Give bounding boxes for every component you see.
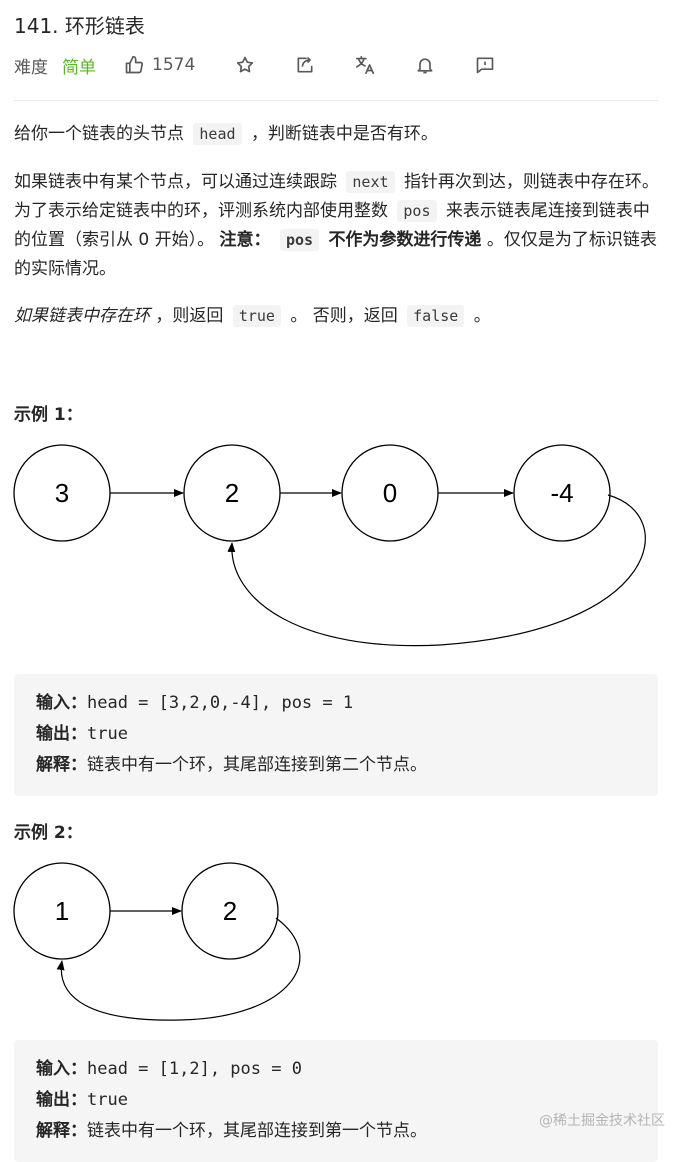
text-segment: 来表示链表尾连接到链表中的位置（索引从 0 开始）。 <box>14 201 650 250</box>
explanation-label: 解释： <box>36 755 87 775</box>
like-button[interactable]: 1574 <box>124 55 195 75</box>
input-value: head = [3,2,0,-4], pos = 1 <box>87 693 354 713</box>
translate-button[interactable] <box>353 53 377 77</box>
example-2-explanation: 解释：链表中有一个环，其尾部连接到第一个节点。 <box>36 1116 658 1147</box>
input-label: 输入： <box>36 1059 87 1079</box>
output-label: 输出： <box>36 1090 87 1110</box>
example-2-input: 输入：head = [1,2], pos = 0 <box>36 1054 658 1085</box>
output-value: true <box>87 724 128 744</box>
feedback-button[interactable] <box>473 53 497 77</box>
text-segment: 。 <box>473 306 491 326</box>
node-label: 3 <box>55 478 69 508</box>
cycle-arrow <box>227 494 646 647</box>
problem-meta-bar: 难度 简单 1574 <box>14 50 497 80</box>
node-label: 1 <box>55 896 69 926</box>
note-text: 不作为参数进行传递 <box>328 230 482 250</box>
favorite-button[interactable] <box>233 53 257 77</box>
example-2-diagram: 1 2 <box>13 862 301 1021</box>
notification-button[interactable] <box>413 53 437 77</box>
text-segment: 。 否则，返回 <box>290 306 398 326</box>
explanation-value: 链表中有一个环，其尾部连接到第一个节点。 <box>87 1121 427 1141</box>
example-1-title: 示例 1： <box>14 405 83 425</box>
explanation-value: 链表中有一个环，其尾部连接到第二个节点。 <box>87 755 427 775</box>
text-segment: ，判断链表中是否有环。 <box>250 124 438 144</box>
input-label: 输入： <box>36 693 87 713</box>
description-paragraph-1: 给你一个链表的头节点 head ，判断链表中是否有环。 <box>14 120 664 149</box>
node-label: 2 <box>225 478 239 508</box>
output-label: 输出： <box>36 724 87 744</box>
node-label: 2 <box>223 896 237 926</box>
share-icon <box>297 56 313 73</box>
note-label: 注意： <box>219 230 271 250</box>
output-value: true <box>87 1090 128 1110</box>
italic-text: 如果链表中存在环 <box>14 306 150 326</box>
inline-code: head <box>193 123 242 145</box>
list-node <box>513 444 611 542</box>
inline-code: pos <box>397 200 437 222</box>
share-button[interactable] <box>293 53 317 77</box>
explanation-label: 解释： <box>36 1121 87 1141</box>
text-segment: 给你一个链表的头节点 <box>14 124 184 144</box>
example-1-input: 输入：head = [3,2,0,-4], pos = 1 <box>36 688 658 719</box>
star-icon <box>237 56 254 73</box>
example-1-diagram: 3 2 0 -4 <box>13 444 646 647</box>
example-2-box: 输入：head = [1,2], pos = 0 输出：true 解释：链表中有… <box>14 1040 658 1162</box>
problem-title: 141. 环形链表 <box>14 14 145 38</box>
list-node <box>181 862 279 960</box>
text-segment: 如果链表中有某个节点，可以通过连续跟踪 <box>14 172 337 192</box>
like-count: 1574 <box>152 55 196 75</box>
header-divider <box>14 100 658 101</box>
example-2-output: 输出：true <box>36 1085 658 1116</box>
thumbs-up-icon <box>125 55 144 74</box>
node-label: 0 <box>383 478 397 508</box>
inline-code: pos <box>279 229 320 251</box>
example-1-output: 输出：true <box>36 719 658 750</box>
input-value: head = [1,2], pos = 0 <box>87 1059 302 1079</box>
difficulty-label: 难度 <box>14 57 48 78</box>
translate-icon <box>356 55 375 75</box>
node-label: -4 <box>550 478 573 508</box>
example-1-box: 输入：head = [3,2,0,-4], pos = 1 输出：true 解释… <box>14 674 658 796</box>
inline-code: false <box>407 305 465 327</box>
feedback-icon <box>476 57 494 74</box>
example-2-title: 示例 2： <box>14 823 83 843</box>
watermark: @稀土掘金技术社区 <box>539 1113 665 1129</box>
difficulty-badge: 简单 <box>62 57 96 78</box>
text-segment: 指针再次到达，则链表中存在环。 为了表示给定链表中的环，评测系统内部使用整数 <box>14 172 659 221</box>
text-segment: ，则返回 <box>155 306 224 326</box>
description-paragraph-3: 如果链表中存在环 ，则返回 true 。 否则，返回 false 。 <box>14 302 664 331</box>
description-paragraph-2: 如果链表中有某个节点，可以通过连续跟踪 next 指针再次到达，则链表中存在环。… <box>14 168 662 284</box>
text-segment: 。仅仅是为了标识链表的实际情况。 <box>14 230 657 279</box>
cycle-arrow <box>56 917 301 1021</box>
bell-icon <box>417 58 433 74</box>
inline-code: true <box>232 305 281 327</box>
example-1-explanation: 解释：链表中有一个环，其尾部连接到第二个节点。 <box>36 750 658 781</box>
inline-code: next <box>346 171 395 193</box>
